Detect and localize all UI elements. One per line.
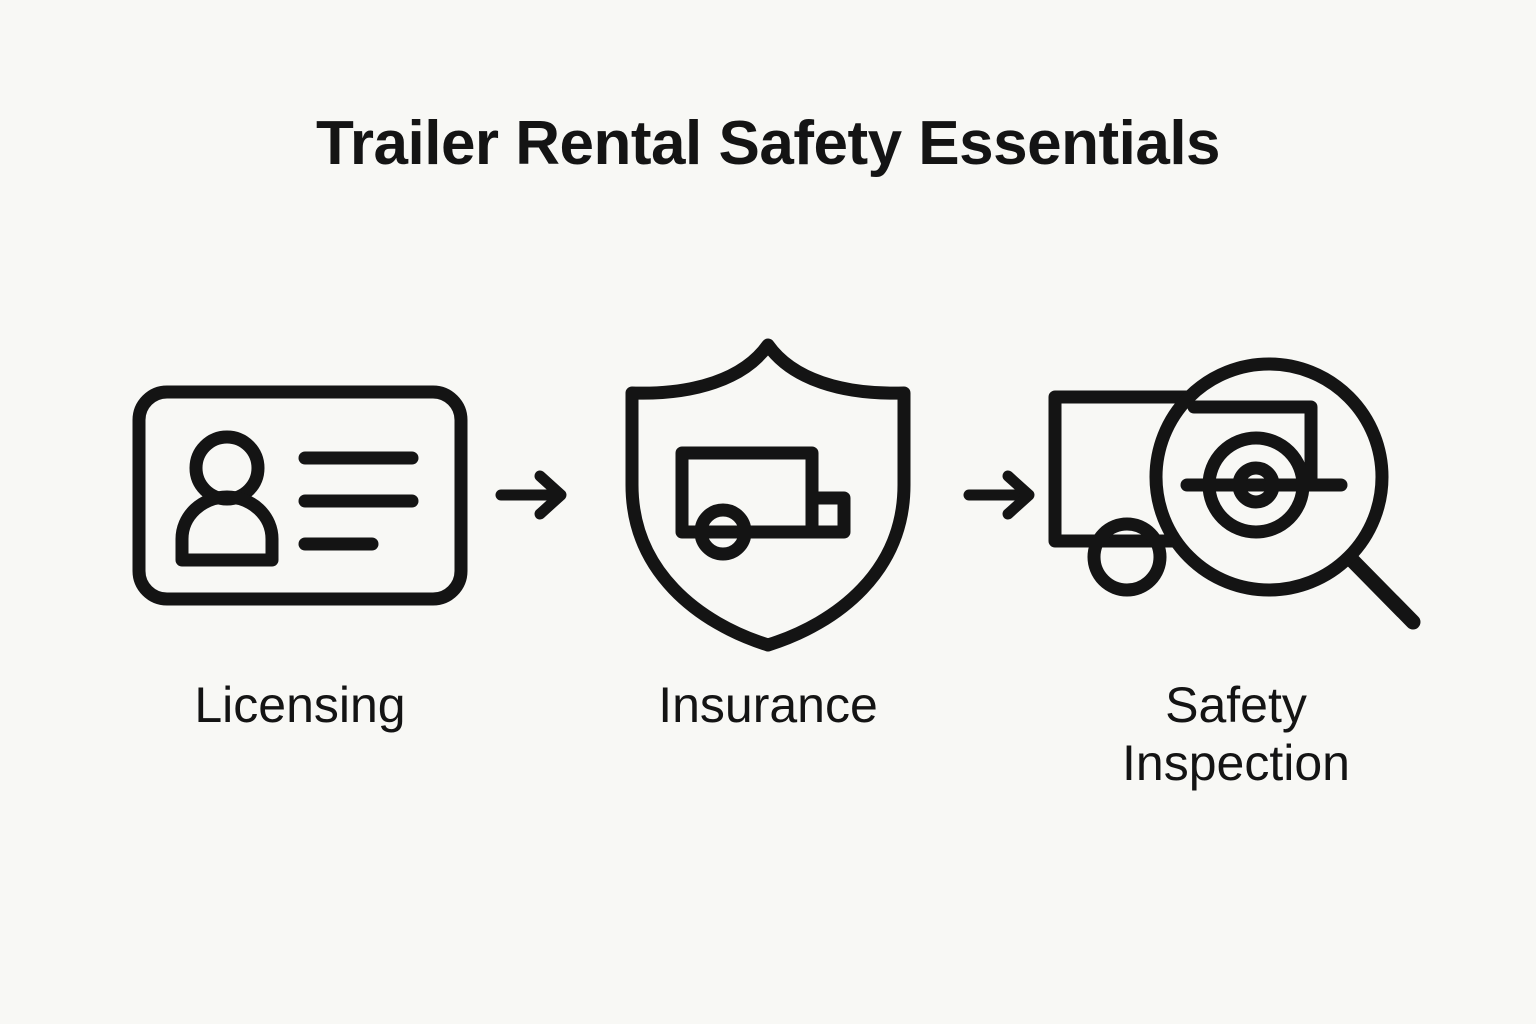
flow-connector-1	[480, 330, 588, 660]
icon-container-insurance	[618, 330, 918, 660]
magnified-wheel-hub	[1202, 431, 1310, 539]
background-trailer	[1048, 390, 1248, 597]
page-title: Trailer Rental Safety Essentials	[315, 109, 1221, 178]
id-card-icon	[132, 385, 468, 605]
magnifier-lens-circle	[1149, 357, 1389, 597]
magnifier-handle	[1342, 550, 1421, 630]
shield-outline	[625, 338, 911, 652]
flow-step-licensing: Licensing	[120, 330, 480, 734]
step-label-licensing: Licensing	[194, 677, 406, 733]
step-label-safety-inspection: Safety Inspection	[1122, 677, 1350, 791]
trailer-hitch-box	[805, 491, 851, 539]
rounded-card-outline	[132, 385, 468, 605]
person-head-circle	[189, 430, 265, 505]
trailer-body-rectangle	[1048, 390, 1248, 548]
shield-trailer-icon	[625, 338, 911, 652]
flow-step-insurance: Insurance	[588, 330, 948, 734]
step-label-insurance: Insurance	[658, 677, 878, 733]
flow-step-safety-inspection: Safety Inspection	[1048, 330, 1421, 792]
flow-connector-2	[948, 330, 1056, 660]
trailer-magnifier-icon	[1048, 357, 1421, 630]
arrow-right-icon	[495, 470, 567, 520]
trailer-wheel-circle	[694, 503, 752, 561]
arrow-head	[1002, 470, 1035, 520]
arrow-right-icon	[963, 470, 1035, 520]
trailer-wheel-circle	[1087, 517, 1167, 597]
person-shoulders-arch	[175, 490, 279, 566]
icon-container-licensing	[130, 330, 470, 660]
icon-container-safety-inspection	[1041, 330, 1431, 660]
arrow-head	[534, 470, 567, 520]
process-flow: Licensing	[0, 330, 1536, 850]
